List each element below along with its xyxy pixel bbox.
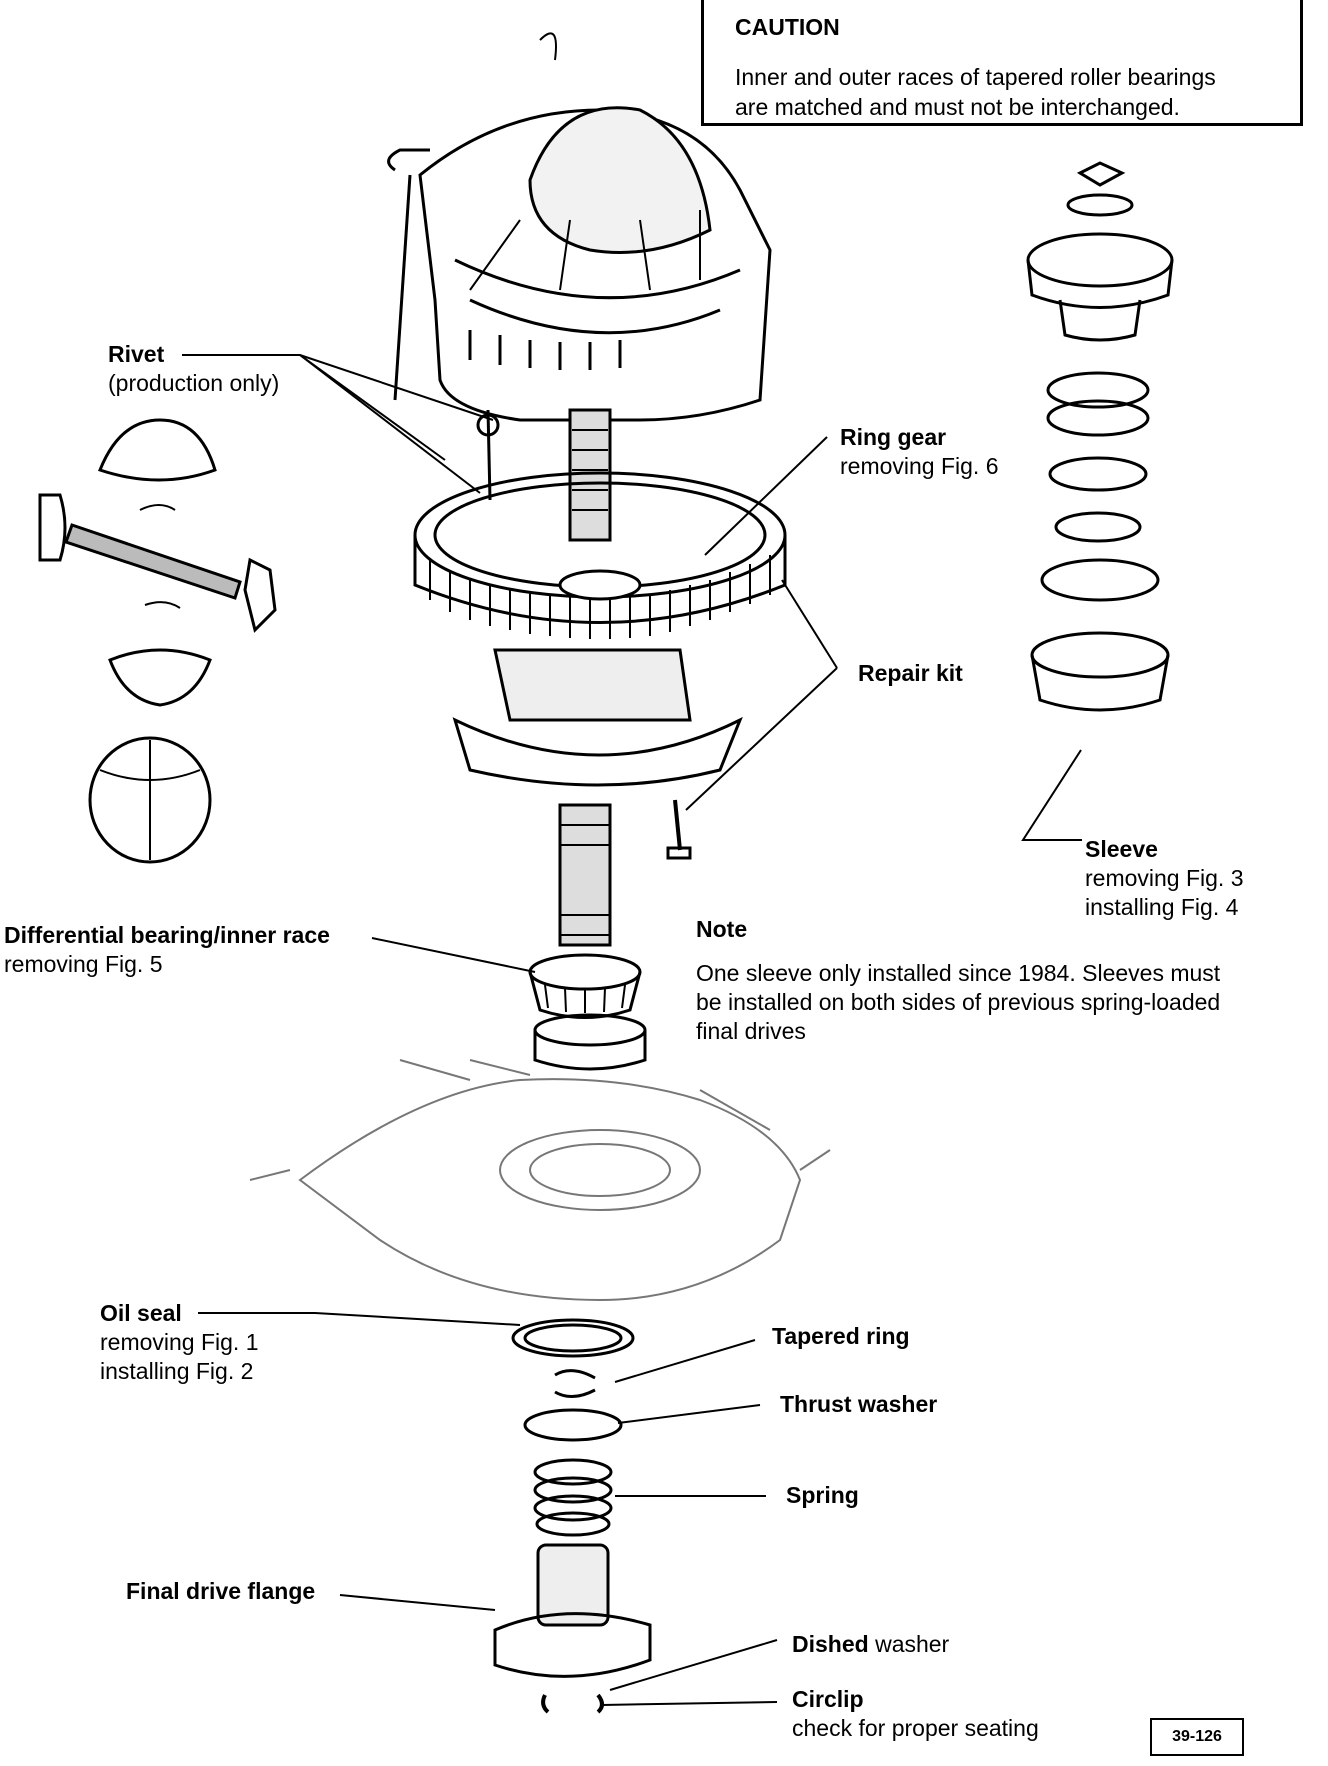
circlip-label: Circlip check for proper seating (792, 1685, 1039, 1743)
caution-line-2: are matched and must not be interchanged… (735, 94, 1180, 120)
sleeve-line-2: installing Fig. 4 (1085, 894, 1239, 920)
repair-kit-title: Repair kit (858, 660, 963, 686)
caution-title: CAUTION (735, 14, 840, 40)
circlip-title: Circlip (792, 1686, 864, 1712)
note-line-2: be installed on both sides of previous s… (696, 989, 1221, 1015)
sleeve-assembly-drawing (1026, 161, 1174, 712)
thrust-washer-label: Thrust washer (780, 1390, 937, 1419)
oil-seal-line-2: installing Fig. 2 (100, 1358, 254, 1384)
oil-seal-label: Oil seal removing Fig. 1 installing Fig.… (100, 1299, 259, 1386)
final-drive-flange-label: Final drive flange (126, 1577, 315, 1606)
note-line-3: final drives (696, 1018, 806, 1044)
sleeve-title: Sleeve (1085, 836, 1158, 862)
rivet-title: Rivet (108, 341, 165, 367)
note-line-1: One sleeve only installed since 1984. Sl… (696, 960, 1221, 986)
leader-lines (182, 354, 1082, 1706)
differential-bearing-sub: removing Fig. 5 (4, 951, 163, 977)
note-block: Note One sleeve only installed since 198… (696, 915, 1220, 1046)
rivet-sub: (production only) (108, 370, 280, 396)
spring-title: Spring (786, 1482, 859, 1508)
caution-line-1: Inner and outer races of tapered roller … (735, 64, 1216, 90)
dished-washer-title: Dished (792, 1631, 869, 1657)
dished-washer-rest: washer (868, 1631, 950, 1657)
rivet-label: Rivet (production only) (108, 340, 279, 398)
ring-gear-title: Ring gear (840, 424, 947, 450)
sleeve-label: Sleeve removing Fig. 3 installing Fig. 4 (1085, 835, 1244, 922)
caution-box: CAUTION Inner and outer races of tapered… (701, 0, 1303, 126)
tapered-ring-title: Tapered ring (772, 1323, 910, 1349)
differential-bearing-title: Differential bearing/inner race (4, 922, 330, 948)
dished-washer-label: Dished washer (792, 1630, 949, 1659)
thrust-washer-title: Thrust washer (780, 1391, 938, 1417)
oil-seal-title: Oil seal (100, 1300, 182, 1326)
note-title: Note (696, 916, 748, 942)
differential-gears-drawing (38, 418, 277, 864)
sleeve-line-1: removing Fig. 3 (1085, 865, 1244, 891)
caution-text: Inner and outer races of tapered roller … (735, 62, 1216, 122)
tapered-ring-label: Tapered ring (772, 1322, 910, 1351)
repair-kit-label: Repair kit (858, 659, 963, 688)
differential-housing-drawing (387, 32, 772, 422)
oil-seal-line-1: removing Fig. 1 (100, 1329, 259, 1355)
differential-bearing-label: Differential bearing/inner race removing… (4, 921, 330, 979)
circlip-sub: check for proper seating (792, 1715, 1039, 1741)
ring-gear-label: Ring gear removing Fig. 6 (840, 423, 999, 481)
spring-label: Spring (786, 1481, 859, 1510)
final-drive-flange-title: Final drive flange (126, 1578, 316, 1604)
ring-gear-sub: removing Fig. 6 (840, 453, 999, 479)
ring-gear-drawing (413, 471, 787, 639)
figure-number: 39-126 (1150, 1718, 1244, 1756)
